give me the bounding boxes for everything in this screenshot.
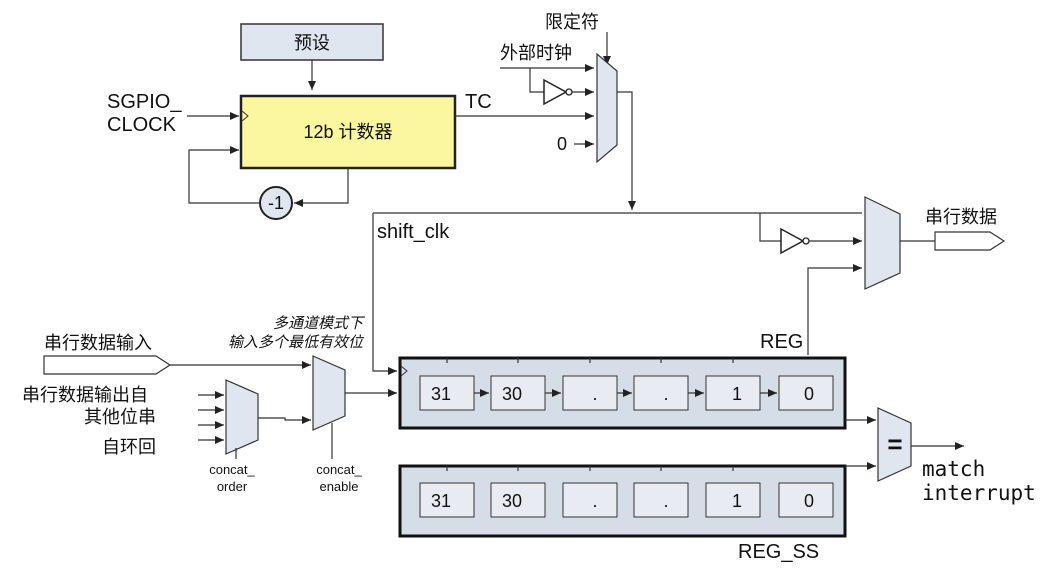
counter-label: 12b 计数器: [303, 122, 392, 142]
zero-label: 0: [557, 134, 567, 154]
reg-ss-cell-text: 31: [431, 491, 451, 511]
reg-ss-cell-text: .: [592, 491, 597, 511]
reg-ss-cell-text: 30: [502, 491, 522, 511]
decrement-return-wire: [188, 146, 260, 204]
shift-clk-label: shift_clk: [377, 221, 450, 243]
serial-data-port: [934, 231, 1006, 251]
reg-label: REG: [760, 331, 803, 353]
comparator-symbol: =: [887, 429, 902, 459]
reg-ss-cell: [562, 482, 618, 518]
tc-label: TC: [465, 91, 492, 113]
reg-cell-text: .: [663, 384, 668, 404]
counter-block: 12b 计数器: [239, 94, 457, 170]
shift-clk-to-reg-wire: [372, 213, 397, 375]
reg-ss-cell-text: 1: [732, 491, 742, 511]
reg-bit0-to-mux-wire: [807, 264, 862, 355]
output-inverter: [780, 227, 810, 255]
reg-cell-text: 31: [431, 384, 451, 404]
concat-order-label: concat_: [209, 462, 255, 477]
sgpio-clock-label: SGPIO_: [107, 91, 182, 113]
serial-input-label: 串行数据输入: [44, 333, 152, 353]
reg-cell-text: 30: [502, 384, 522, 404]
qualifier-label: 限定符: [545, 12, 599, 32]
sgpio-clock-label-2: CLOCK: [107, 114, 177, 136]
reg-ss-cell-text: 0: [804, 491, 814, 511]
reg-ss-cell-text: .: [663, 491, 668, 511]
reg-cell: [419, 375, 475, 411]
concat-enable-label: concat_: [316, 462, 362, 477]
reg-ss-cells: 31 30 . . 1 0: [419, 482, 834, 518]
external-clock-branch: [529, 68, 544, 93]
serial-out-from-label-2: 其他位串: [84, 407, 156, 427]
shift-clk-branch: [759, 213, 781, 242]
self-loop-label: 自环回: [102, 437, 156, 457]
output-mux: [864, 196, 901, 290]
clock-inverter: [543, 78, 573, 106]
match-label-2: interrupt: [922, 481, 1036, 505]
reg-ss-cell: [778, 482, 834, 518]
concat-order-mux: [225, 379, 259, 455]
serial-data-label: 串行数据: [925, 207, 997, 227]
clock-mux: [596, 52, 618, 164]
serial-input-port: [43, 355, 172, 375]
multi-channel-note-2: 输入多个最低有效位: [228, 334, 365, 351]
reg-cell: [562, 375, 618, 411]
external-clock-label: 外部时钟: [500, 43, 572, 63]
reg-cells: 31 30 . . 1 0: [419, 375, 834, 411]
counter-feedback-wire: [294, 168, 349, 207]
reg-cell-text: .: [592, 384, 597, 404]
reg-ss-cell: [633, 482, 689, 518]
decrement-label: -1: [268, 193, 284, 213]
reg-cell: [778, 375, 834, 411]
reg-cell-text: 1: [732, 384, 742, 404]
reg-cell: [633, 375, 689, 411]
order-to-enable-wire: [258, 416, 311, 424]
multi-channel-note: 多通道模式下: [273, 315, 366, 332]
reg-ss-tick-marks: [446, 466, 734, 471]
match-label: match: [922, 457, 985, 481]
reg-cell: [705, 375, 761, 411]
concat-order-label-2: order: [217, 479, 248, 494]
decrement-node: -1: [259, 186, 293, 220]
reg-ss-cell: [490, 482, 546, 518]
concat-enable-mux: [312, 355, 346, 431]
preset-label: 预设: [294, 33, 330, 53]
preset-block: 预设: [240, 23, 384, 61]
comparator: [877, 407, 912, 482]
concat-enable-label-2: enable: [319, 479, 358, 494]
reg-ss-cell: [419, 482, 475, 518]
reg-clock-mark: [400, 365, 408, 377]
reg-tick-marks: [446, 358, 734, 363]
reg-ss-label: REG_SS: [738, 541, 819, 563]
mux-output-wire: [617, 91, 636, 210]
reg-ss-cell: [705, 482, 761, 518]
serial-out-from-label: 串行数据输出自: [22, 385, 148, 405]
reg-cell-text: 0: [804, 384, 814, 404]
